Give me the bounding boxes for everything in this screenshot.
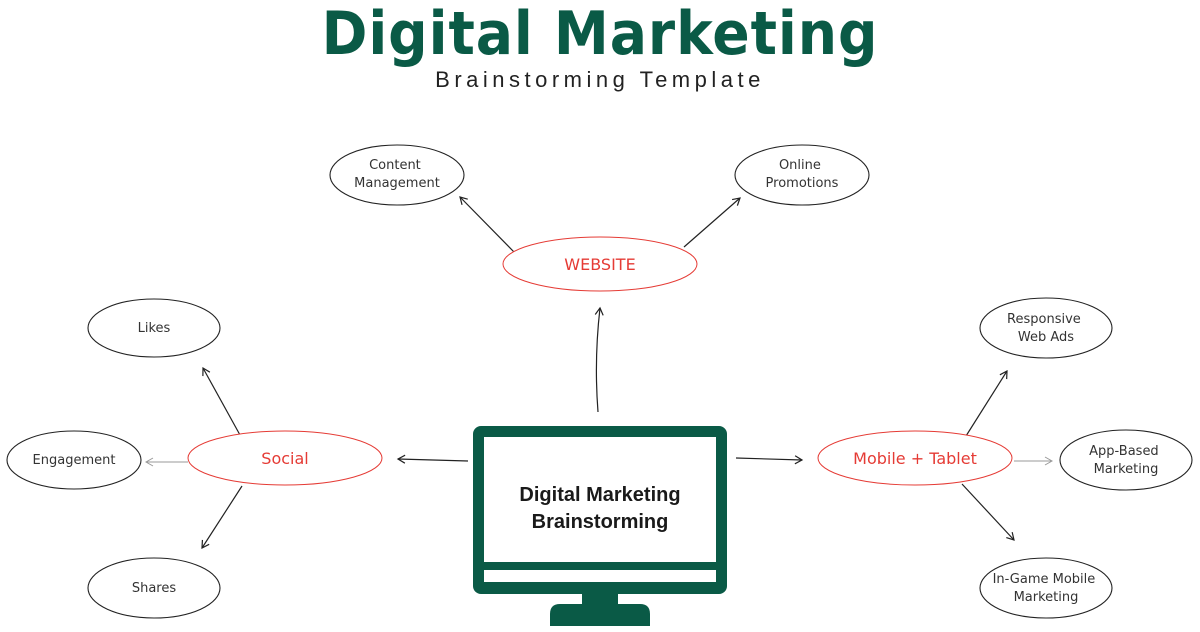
in-game-mobile-marketing-label: In-Game Mobile Marketing: [993, 572, 1100, 605]
monitor-icon: [473, 426, 727, 626]
arrow-monitor-to-website: [594, 306, 604, 413]
center-topic-line1: Digital Marketing: [519, 484, 681, 506]
arrow-social-to-likes: [202, 366, 241, 436]
shares-node: [87, 557, 221, 619]
arrow-monitor-to-mobile: [735, 455, 804, 465]
content-management-node: [329, 144, 465, 206]
page-title: Digital Marketing: [321, 0, 879, 69]
website-hub-ellipse: [502, 236, 698, 292]
app-based-marketing-label: App-Based Marketing: [1089, 444, 1163, 477]
center-topic: Digital Marketing Brainstorming: [486, 482, 714, 536]
arrow-mobile-to-webads: [965, 369, 1008, 437]
social-hub-ellipse: [187, 430, 383, 486]
social-hub-label: Social: [261, 449, 308, 468]
in-game-mobile-marketing-node: [979, 557, 1113, 619]
engagement-node: [6, 430, 142, 490]
shares-label: Shares: [132, 581, 177, 596]
likes-node: [87, 298, 221, 358]
arrow-website-to-content: [459, 196, 515, 253]
responsive-web-ads-label: Responsive Web Ads: [1007, 312, 1085, 345]
arrow-mobile-to-ingame: [961, 483, 1015, 541]
likes-label: Likes: [138, 321, 171, 336]
engagement-label: Engagement: [33, 453, 116, 468]
app-based-marketing-node: [1059, 429, 1193, 491]
online-promotions-label: Online Promotions: [766, 158, 839, 191]
page-subtitle: Brainstorming Template: [435, 67, 765, 92]
responsive-web-ads-node: [979, 297, 1113, 359]
arrow-monitor-to-social: [396, 454, 469, 464]
mobile-hub-label: Mobile + Tablet: [853, 449, 977, 468]
center-topic-line2: Brainstorming: [531, 511, 669, 533]
content-management-label: Content Management: [354, 158, 440, 191]
arrow-social-to-shares: [201, 485, 243, 550]
arrow-website-to-promotions: [683, 197, 741, 248]
online-promotions-node: [734, 144, 870, 206]
website-hub-label: WEBSITE: [564, 255, 635, 274]
mobile-hub-ellipse: [817, 430, 1013, 486]
